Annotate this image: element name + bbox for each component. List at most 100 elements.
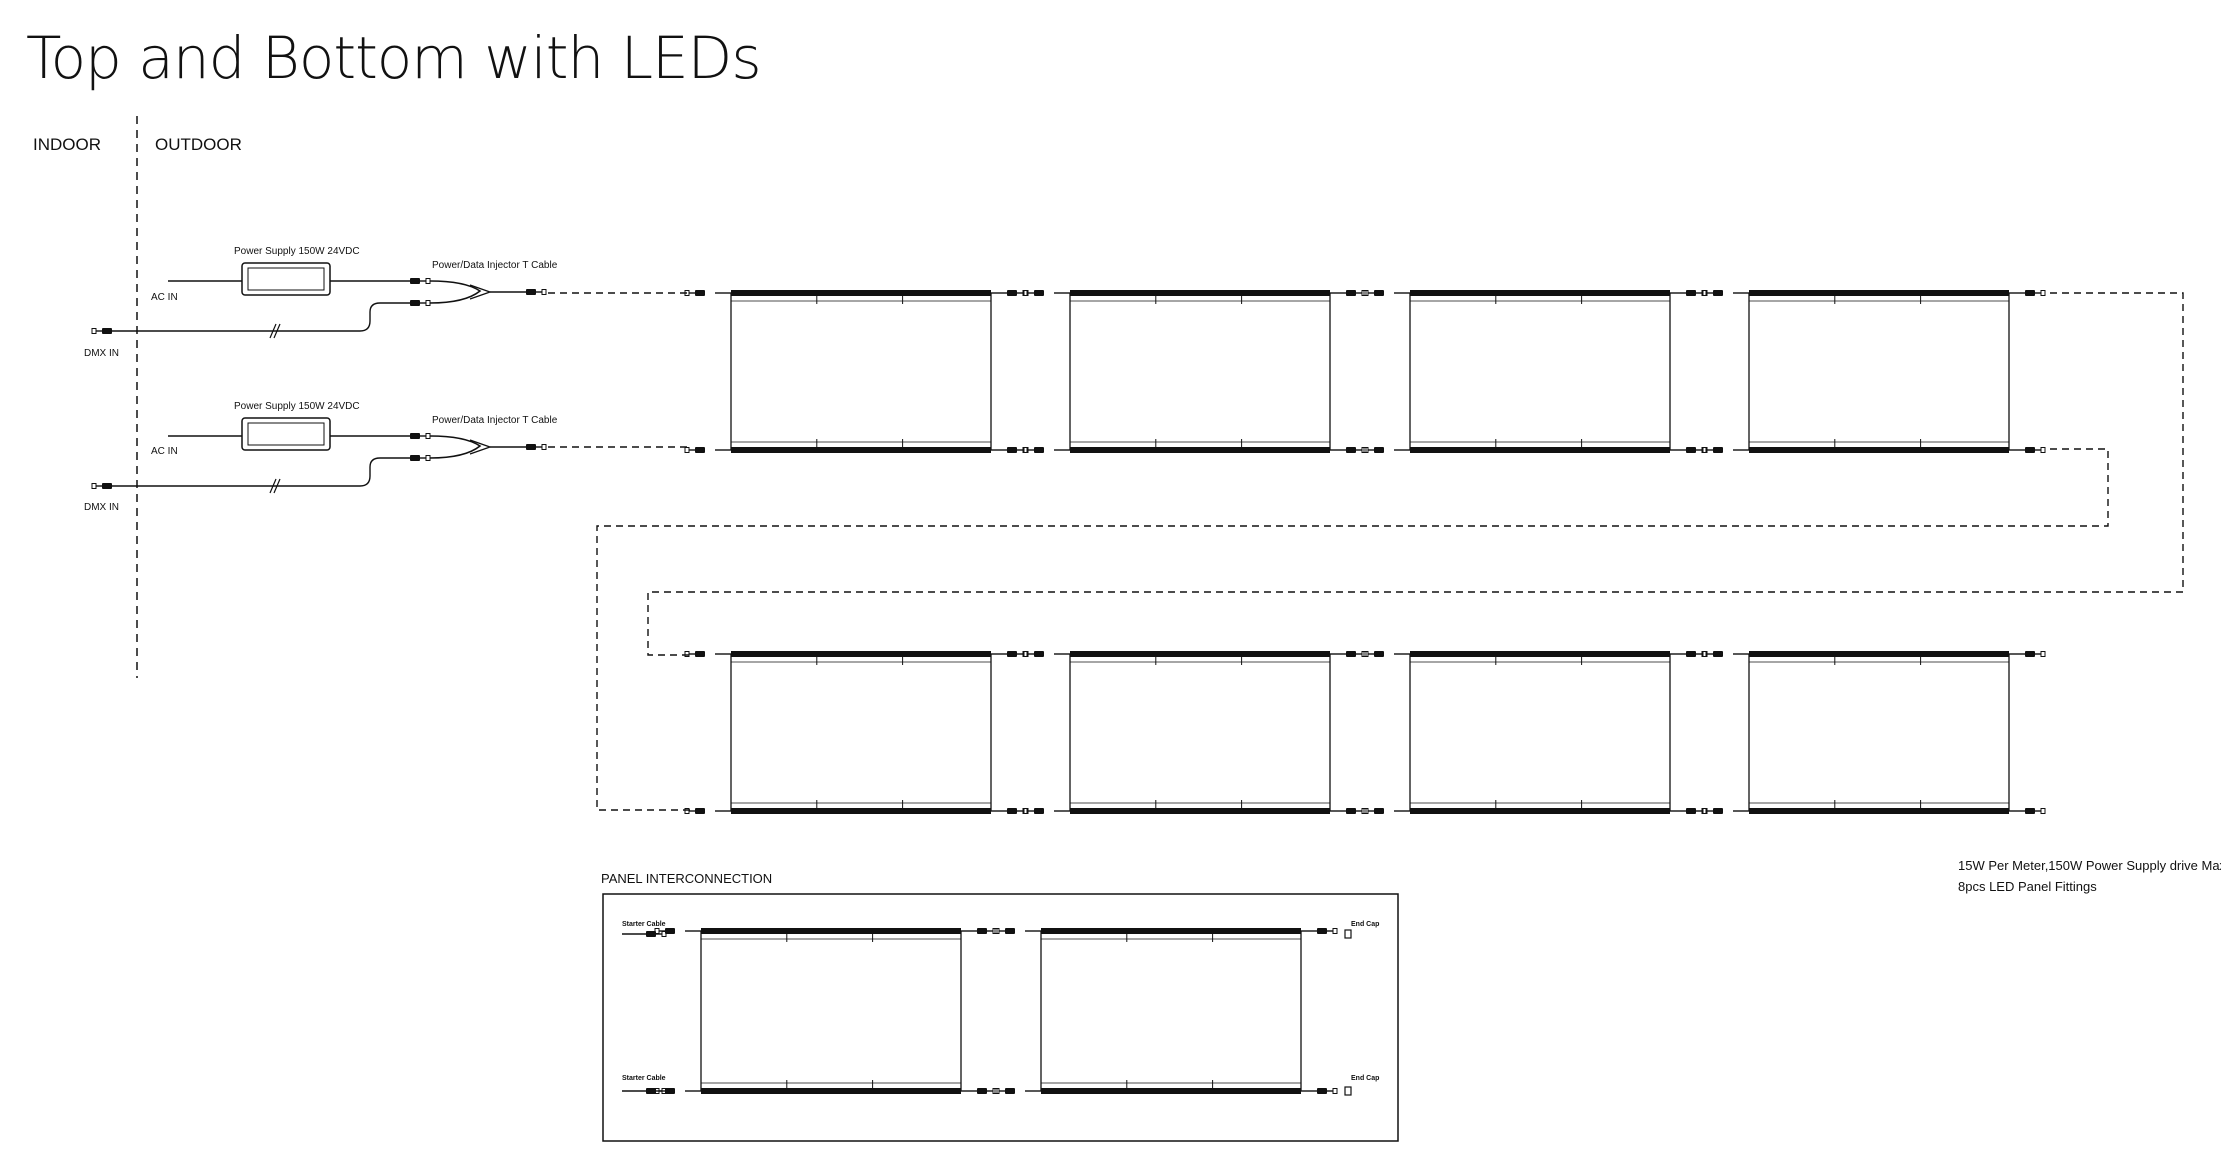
dashed-link-cables — [548, 292, 2184, 811]
panel-r1-3-outline — [1409, 293, 1671, 450]
inter-panel-2-top-right-connector-body — [1317, 928, 1327, 934]
inter-panel-2-bottom-left-connector-body — [1005, 1088, 1015, 1094]
ac-in-label-2: AC IN — [151, 446, 178, 457]
panel-r2-1-outline — [730, 654, 992, 811]
feed-2-dmx-connector-body — [102, 483, 112, 489]
inter-panel-2-top-right-connector-tip — [1332, 928, 1338, 934]
panel-r1-4-bottom-right-connector-tip — [2040, 447, 2046, 453]
panel-r1-3-top-bar — [1410, 290, 1670, 296]
panel-r1-1-bottom-bar — [731, 447, 991, 453]
panel-r1-4-top-left-connector-tip — [1702, 290, 1708, 296]
feed-1-injector-output-connector-tip — [541, 289, 547, 295]
interconnection-frame — [602, 893, 1399, 1142]
inter-panel-2-outline — [1040, 931, 1302, 1091]
panel-r2-4-bottom-right-connector-tip — [2040, 808, 2046, 814]
inter-panel-2-bottom-left-connector-tip — [994, 1088, 1000, 1094]
starter-cable-label-bottom: Starter Cable — [622, 1075, 666, 1082]
led-panel-array — [684, 290, 2046, 814]
panel-r2-4-bottom-left-connector-body — [1713, 808, 1723, 814]
panel-r2-3-top-bar — [1410, 651, 1670, 657]
dmx-in-label-1: DMX IN — [84, 348, 119, 359]
feed-1-data-connector-tip — [425, 300, 431, 306]
end-cap-top — [1344, 929, 1352, 939]
panel-r1-4-top-right-connector-body — [2025, 290, 2035, 296]
feed-1-t-merge — [429, 280, 482, 304]
inter-panel-1-bottom-left-connector-body — [665, 1088, 675, 1094]
feed-2-power-supply-box — [241, 417, 331, 451]
link-top-loop — [647, 292, 2184, 656]
panel-r1-2-bottom-bar — [1070, 447, 1330, 453]
panel-r2-2-bottom-left-connector-body — [1034, 808, 1044, 814]
panel-r1-1-top-left-connector-body — [695, 290, 705, 296]
inter-panel-1-outline — [700, 931, 962, 1091]
panel-r2-2-top-bar — [1070, 651, 1330, 657]
interconnection-title: PANEL INTERCONNECTION — [601, 871, 772, 886]
feed-1-dmx-connector-tip — [91, 328, 97, 334]
inter-panel-1-top-right-connector-body — [977, 928, 987, 934]
panel-r2-3-bottom-left-connector-body — [1374, 808, 1384, 814]
starter-cable-bottom-connector-tip — [661, 1088, 667, 1094]
panel-r2-4-top-bar — [1749, 651, 2009, 657]
feed-1-break-mark-b — [273, 323, 281, 339]
inter-panel-2-bottom-right-connector-body — [1317, 1088, 1327, 1094]
panel-r1-1-top-right-connector-body — [1007, 290, 1017, 296]
panel-r2-2-top-left-connector-body — [1034, 651, 1044, 657]
feed-2-injector-output-connector-tip — [541, 444, 547, 450]
inter-panel-1-top-bar — [701, 928, 961, 934]
panel-r2-4-bottom-bar — [1749, 808, 2009, 814]
panel-r1-1-top-bar — [731, 290, 991, 296]
panel-r1-4-bottom-left-connector-tip — [1702, 447, 1708, 453]
panel-r2-2-bottom-bar — [1070, 808, 1330, 814]
feed-1-power-supply-inner — [247, 267, 325, 291]
feed-2-break-mark-a — [269, 478, 277, 494]
panel-r2-3-top-left-connector-body — [1374, 651, 1384, 657]
panel-r2-4-bottom-right-connector-body — [2025, 808, 2035, 814]
power-supply-label-1: Power Supply 150W 24VDC — [234, 246, 360, 257]
panel-r2-1-top-left-connector-tip — [684, 651, 690, 657]
interconnection-panels — [622, 928, 1352, 1096]
panel-r1-2-bottom-right-connector-body — [1346, 447, 1356, 453]
panel-r2-1-bottom-right-connector-body — [1007, 808, 1017, 814]
feed-2-data-connector-body — [410, 455, 420, 461]
injector-label-2: Power/Data Injector T Cable — [432, 415, 558, 426]
starter-cable-top-connector-tip — [661, 931, 667, 937]
panel-r1-4-top-bar — [1749, 290, 2009, 296]
feed-2-injector-output-connector-body — [526, 444, 536, 450]
panel-r2-1-top-right-connector-body — [1007, 651, 1017, 657]
panel-r2-1-top-bar — [731, 651, 991, 657]
zone-label-indoor: INDOOR — [33, 135, 101, 154]
feed-1-injector-output-connector-body — [526, 289, 536, 295]
panel-r1-3-bottom-left-connector-tip — [1363, 447, 1369, 453]
feed-2-power-connector-body — [410, 433, 420, 439]
panel-r2-2-top-right-connector-body — [1346, 651, 1356, 657]
feed-1-power-supply-box — [241, 262, 331, 296]
note-line-2: 8pcs LED Panel Fittings — [1958, 879, 2097, 894]
panel-r2-3-bottom-bar — [1410, 808, 1670, 814]
power-supply-label-2: Power Supply 150W 24VDC — [234, 401, 360, 412]
starter-cable-top-connector-body — [646, 931, 656, 937]
panel-r2-3-outline — [1409, 654, 1671, 811]
feed-1-power-connector-tip — [425, 278, 431, 284]
inter-panel-2-bottom-right-connector-tip — [1332, 1088, 1338, 1094]
panel-r2-2-top-left-connector-tip — [1023, 651, 1029, 657]
panel-r1-4-bottom-right-connector-body — [2025, 447, 2035, 453]
panel-r1-1-bottom-left-connector-tip — [684, 447, 690, 453]
feed-2-t-merge — [429, 435, 482, 459]
feed-2-power-connector-tip — [425, 433, 431, 439]
feed-1-power-connector-body — [410, 278, 420, 284]
panel-r2-4-top-left-connector-body — [1713, 651, 1723, 657]
panel-r2-3-bottom-right-connector-body — [1686, 808, 1696, 814]
panel-r2-1-top-left-connector-body — [695, 651, 705, 657]
panel-r2-4-top-left-connector-tip — [1702, 651, 1708, 657]
panel-r2-1-bottom-left-connector-body — [695, 808, 705, 814]
panel-r1-1-outline — [730, 293, 992, 450]
zone-label-outdoor: OUTDOOR — [155, 135, 242, 154]
starter-cable-label-top: Starter Cable — [622, 921, 666, 928]
panel-r1-3-top-left-connector-body — [1374, 290, 1384, 296]
panel-r1-2-outline — [1069, 293, 1331, 450]
panel-r2-2-bottom-right-connector-body — [1346, 808, 1356, 814]
panel-r2-2-bottom-left-connector-tip — [1023, 808, 1029, 814]
link-bottom-loop — [596, 448, 2109, 811]
feed-1-dmx-connector-body — [102, 328, 112, 334]
